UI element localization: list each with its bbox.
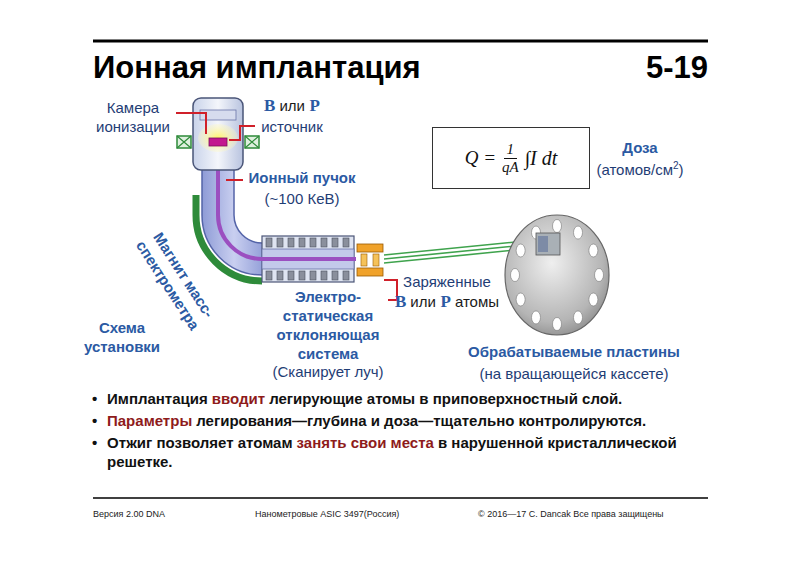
part-label: P: [310, 96, 320, 115]
bullet-text-group: • Параметрылегирования—глубина и доза—тща…: [92, 411, 732, 430]
part-label-group: BилиPатомы: [382, 292, 512, 311]
source-coils: [177, 136, 259, 148]
part-label: B: [264, 96, 275, 115]
bottom-rule: [93, 497, 708, 499]
part-label: P: [440, 292, 450, 311]
wafer-carousel: [505, 215, 609, 335]
plasma-glow: [198, 124, 238, 152]
deflection-plates: [357, 244, 383, 276]
dose-unit: ): [679, 161, 684, 178]
part-label: атомы: [455, 293, 499, 310]
part-label-group: Ионный пучок: [227, 168, 377, 187]
top-rule: [93, 40, 708, 43]
part-label: Электро-статическая отклоняющая система: [277, 288, 380, 362]
part-label: Камера ионизации: [96, 99, 170, 135]
part-label: Обрабатываемые пластины: [468, 343, 680, 360]
part-label: или: [410, 293, 436, 310]
dose-label-group: Доза: [580, 138, 700, 157]
bullet-text: Параметры: [107, 412, 192, 429]
bullet-mark: •: [92, 411, 97, 430]
part-label-group: источник: [237, 117, 347, 136]
formula-text: qA: [502, 159, 519, 176]
bullet-text-group: • Отжиг позволяет атомамзанять свои места…: [92, 433, 732, 471]
footer-text: Версия 2.00 DNA: [93, 509, 165, 519]
slide-number-group: 5-19: [588, 50, 708, 86]
part-note: (Сканирует луч): [272, 363, 383, 380]
section-label: Схема установки: [84, 319, 160, 355]
section-label-group: Схема установки: [72, 318, 172, 356]
formula-box: Q = 1qA ∫I dt: [432, 127, 590, 189]
footer-text-group: © 2016—17 C. Dancak Все права защищены: [478, 508, 708, 520]
part-note-group: (Сканирует луч): [253, 362, 403, 381]
part-label: источник: [261, 118, 323, 135]
part-label-group: Камера ионизации: [87, 98, 179, 136]
part-label-group: Заряженные: [387, 272, 507, 291]
dose-unit: (атомов/см: [596, 161, 673, 178]
bullet-mark: •: [92, 389, 97, 408]
part-note-group: (на вращающейся кассете): [449, 364, 699, 383]
part-label: Заряженные: [403, 273, 491, 290]
part-label-group: Обрабатываемые пластины: [449, 342, 699, 361]
ion-source-chamber: [193, 98, 243, 170]
wafer-chip: [536, 233, 560, 255]
dose-unit: 2: [673, 160, 679, 171]
part-note-group: (~100 КеВ): [227, 189, 377, 208]
bullet-text: занять свои места: [297, 434, 434, 451]
source-filament: [209, 138, 227, 146]
bullet-text-group: • Имплантациявводитлегирующие атомы в при…: [92, 389, 732, 408]
part-label: B: [395, 292, 406, 311]
footer-text: Нанометровые ASIC 3497(Россия): [255, 509, 399, 519]
bullet-text: Имплантация: [107, 390, 208, 407]
part-note: (~100 КеВ): [264, 190, 339, 207]
wafer-slots: [511, 220, 604, 331]
bullet-text: легирования—глубина и доза—тщательно кон…: [196, 412, 646, 429]
bullet-mark: •: [92, 433, 97, 452]
part-note: (на вращающейся кассете): [479, 365, 668, 382]
dose-label: Доза: [622, 139, 657, 156]
bullet-text: вводит: [212, 390, 265, 407]
fraction: 1qA: [502, 141, 519, 176]
footer-text: © 2016—17 C. Dancak Все права защищены: [478, 509, 664, 519]
bullet-text: Отжиг позволяет атомам: [107, 434, 293, 451]
formula-text: 1: [504, 141, 518, 159]
leader-lines: [176, 113, 397, 300]
part-label-group: Bили P: [237, 96, 347, 115]
part-label-group: Электро-статическая отклоняющая система: [269, 287, 387, 363]
slide-number: 5-19: [646, 50, 708, 85]
footer-text-group: Версия 2.00 DNA: [93, 508, 243, 520]
slide-title: Ионная имплантация: [93, 50, 421, 86]
part-label: или: [279, 97, 305, 114]
formula-text: Q =: [465, 147, 496, 169]
formula-text: ∫I dt: [525, 147, 558, 170]
footer-text-group: Нанометровые ASIC 3497(Россия): [255, 508, 455, 520]
bullet-text: легирующие атомы в приповерхностный слой…: [269, 390, 622, 407]
part-label: Ионный пучок: [248, 169, 355, 186]
dose-unit-group: (атомов/см2): [575, 160, 705, 179]
